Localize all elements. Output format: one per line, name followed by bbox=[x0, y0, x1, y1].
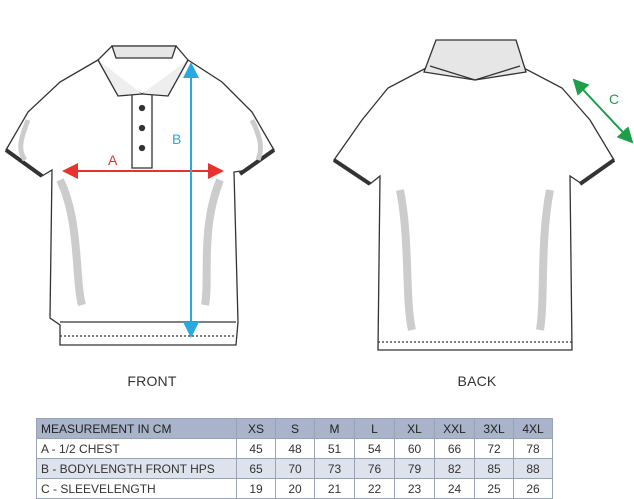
size-value: 21 bbox=[314, 478, 355, 499]
back-polo-shirt bbox=[332, 39, 616, 351]
size-value: 88 bbox=[513, 458, 553, 479]
size-value: 66 bbox=[434, 438, 475, 459]
size-value: 78 bbox=[513, 438, 553, 459]
size-value: 24 bbox=[434, 478, 475, 499]
size-value: 51 bbox=[314, 438, 355, 459]
marker-a-label: A bbox=[108, 152, 118, 168]
measure-c-line bbox=[572, 78, 634, 144]
size-value: 26 bbox=[513, 478, 553, 499]
row-label: C - SLEEVELENGTH bbox=[36, 478, 237, 499]
size-value: 23 bbox=[394, 478, 435, 499]
size-value: 65 bbox=[236, 458, 276, 479]
size-value: 54 bbox=[354, 438, 395, 459]
size-value: 73 bbox=[314, 458, 355, 479]
header-measurement: MEASUREMENT IN CM bbox=[36, 418, 237, 439]
size-value: 85 bbox=[474, 458, 514, 479]
header-size: 4XL bbox=[513, 418, 553, 439]
header-size: XS bbox=[236, 418, 276, 439]
front-polo-shirt bbox=[4, 45, 276, 346]
header-size: XL bbox=[394, 418, 435, 439]
size-value: 76 bbox=[354, 458, 395, 479]
marker-b-label: B bbox=[172, 131, 181, 147]
size-value: 25 bbox=[474, 478, 514, 499]
header-size: S bbox=[275, 418, 315, 439]
header-size: XXL bbox=[434, 418, 475, 439]
size-value: 45 bbox=[236, 438, 276, 459]
size-value: 60 bbox=[394, 438, 435, 459]
size-value: 22 bbox=[354, 478, 395, 499]
row-label: B - BODYLENGTH FRONT HPS bbox=[36, 458, 237, 479]
back-view-label: BACK bbox=[457, 373, 497, 389]
size-value: 72 bbox=[474, 438, 514, 459]
size-value: 20 bbox=[275, 478, 315, 499]
header-size: 3XL bbox=[474, 418, 514, 439]
size-value: 82 bbox=[434, 458, 475, 479]
front-view-label: FRONT bbox=[127, 373, 177, 389]
marker-c-label: C bbox=[609, 91, 619, 107]
header-size: L bbox=[354, 418, 395, 439]
size-value: 70 bbox=[275, 458, 315, 479]
size-value: 48 bbox=[275, 438, 315, 459]
size-value: 19 bbox=[236, 478, 276, 499]
size-value: 79 bbox=[394, 458, 435, 479]
shirt-illustration: A B C bbox=[4, 39, 634, 351]
header-size: M bbox=[314, 418, 355, 439]
row-label: A - 1/2 CHEST bbox=[36, 438, 237, 459]
